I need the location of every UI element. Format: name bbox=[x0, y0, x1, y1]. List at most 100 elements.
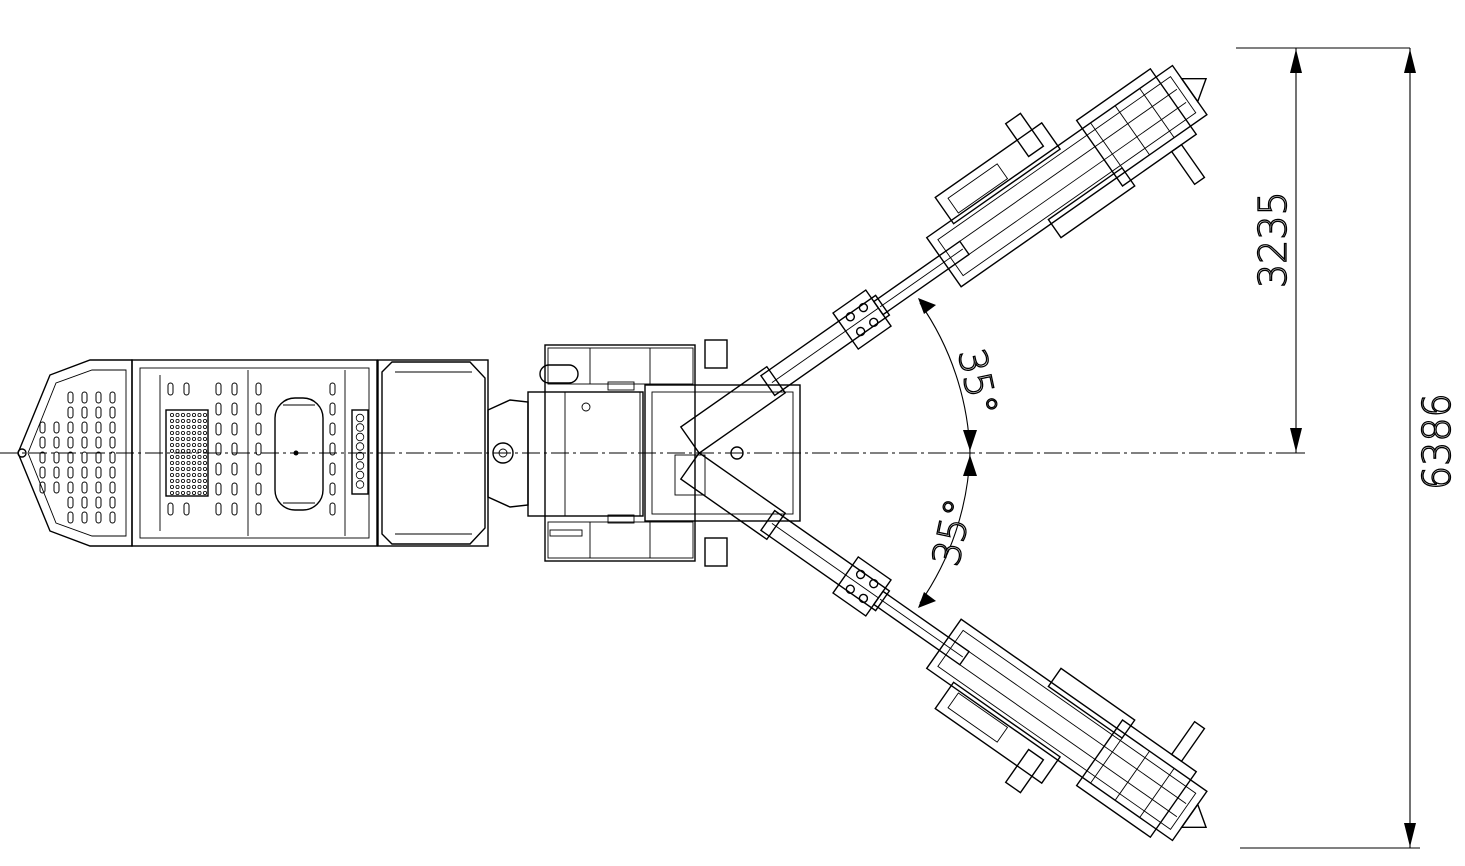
plate-hole bbox=[175, 472, 180, 477]
vent-slot bbox=[39, 466, 46, 479]
gauge-dial bbox=[355, 423, 365, 432]
gauge-dial bbox=[355, 413, 365, 423]
vent-slot bbox=[109, 421, 116, 434]
vent-slot bbox=[109, 451, 116, 464]
plate-hole bbox=[191, 466, 196, 471]
vent-slot bbox=[231, 422, 238, 436]
vent-slot bbox=[95, 451, 102, 464]
plate-hole bbox=[197, 442, 202, 447]
vent-slot bbox=[95, 391, 102, 404]
plate-hole bbox=[180, 484, 185, 489]
plate-hole bbox=[191, 412, 196, 417]
vent-slot bbox=[231, 462, 238, 476]
angle-dimension-lower bbox=[918, 452, 977, 608]
plate-hole bbox=[186, 448, 191, 453]
vent-slot bbox=[67, 436, 74, 449]
plate-hole bbox=[175, 478, 180, 483]
plate-hole bbox=[197, 490, 202, 495]
vent-slot bbox=[53, 466, 60, 479]
plate-hole bbox=[191, 436, 196, 441]
plate-hole bbox=[186, 430, 191, 435]
dimension-3235-label: 3235 bbox=[1251, 191, 1295, 288]
gauge-dial bbox=[355, 442, 365, 451]
plate-hole bbox=[186, 466, 191, 471]
plate-hole bbox=[175, 484, 180, 489]
vent-slot bbox=[329, 462, 336, 476]
plate-hole bbox=[191, 442, 196, 447]
vent-slot bbox=[67, 496, 74, 509]
upper-angle-label: 35° bbox=[949, 345, 1006, 420]
vent-slot bbox=[109, 406, 116, 419]
vent-slot bbox=[231, 382, 238, 396]
plate-hole bbox=[202, 424, 207, 429]
plate-hole bbox=[169, 466, 174, 471]
vent-slot bbox=[255, 482, 262, 496]
vent-slot bbox=[215, 382, 222, 396]
plate-hole bbox=[186, 460, 191, 465]
plate-hole bbox=[202, 490, 207, 495]
vent-slot bbox=[67, 466, 74, 479]
plate-hole bbox=[197, 454, 202, 459]
plate-hole bbox=[202, 436, 207, 441]
plate-hole bbox=[191, 430, 196, 435]
plate-hole bbox=[202, 412, 207, 417]
dimension-3235 bbox=[1236, 47, 1410, 454]
plate-hole bbox=[191, 418, 196, 423]
plate-hole bbox=[186, 478, 191, 483]
vent-slot bbox=[329, 422, 336, 436]
vent-slot bbox=[329, 442, 336, 456]
gauge-dial bbox=[355, 461, 365, 470]
plate-hole bbox=[169, 442, 174, 447]
perforated-plate-holes bbox=[169, 412, 207, 495]
vent-slot bbox=[255, 402, 262, 416]
vent-slot bbox=[109, 496, 116, 509]
vent-slot bbox=[95, 421, 102, 434]
vent-slot bbox=[39, 481, 46, 494]
vent-slot bbox=[255, 502, 262, 516]
plate-hole bbox=[180, 424, 185, 429]
vent-slot bbox=[231, 442, 238, 456]
plate-hole bbox=[175, 460, 180, 465]
vent-slot bbox=[53, 481, 60, 494]
vent-slot bbox=[81, 406, 88, 419]
plate-hole bbox=[169, 460, 174, 465]
vent-slot bbox=[255, 462, 262, 476]
plate-hole bbox=[191, 490, 196, 495]
plate-hole bbox=[202, 478, 207, 483]
plate-hole bbox=[175, 490, 180, 495]
plate-hole bbox=[197, 430, 202, 435]
dimension-6386 bbox=[1240, 48, 1420, 849]
vent-slot bbox=[329, 402, 336, 416]
plate-hole bbox=[169, 472, 174, 477]
plate-hole bbox=[186, 424, 191, 429]
vent-slot bbox=[255, 382, 262, 396]
vent-slot bbox=[95, 436, 102, 449]
plate-hole bbox=[186, 418, 191, 423]
vent-slot bbox=[231, 402, 238, 416]
rear-chassis bbox=[17, 359, 378, 547]
plate-hole bbox=[175, 448, 180, 453]
vent-slot bbox=[167, 502, 174, 516]
plate-hole bbox=[186, 412, 191, 417]
vent-slot bbox=[81, 436, 88, 449]
plate-hole bbox=[175, 442, 180, 447]
plate-hole bbox=[191, 454, 196, 459]
nose-vent-slots bbox=[39, 391, 116, 524]
plate-hole bbox=[180, 466, 185, 471]
vent-slot bbox=[67, 421, 74, 434]
plate-hole bbox=[191, 460, 196, 465]
plate-hole bbox=[202, 484, 207, 489]
gauge-dial bbox=[355, 432, 365, 442]
vent-slot bbox=[81, 451, 88, 464]
plate-hole bbox=[186, 484, 191, 489]
plate-hole bbox=[202, 460, 207, 465]
vent-slot bbox=[39, 421, 46, 434]
vent-slot bbox=[81, 511, 88, 524]
plate-hole bbox=[202, 418, 207, 423]
vent-slot bbox=[329, 482, 336, 496]
vent-slot bbox=[215, 462, 222, 476]
plate-hole bbox=[197, 412, 202, 417]
vent-slot bbox=[81, 481, 88, 494]
plate-hole bbox=[186, 442, 191, 447]
